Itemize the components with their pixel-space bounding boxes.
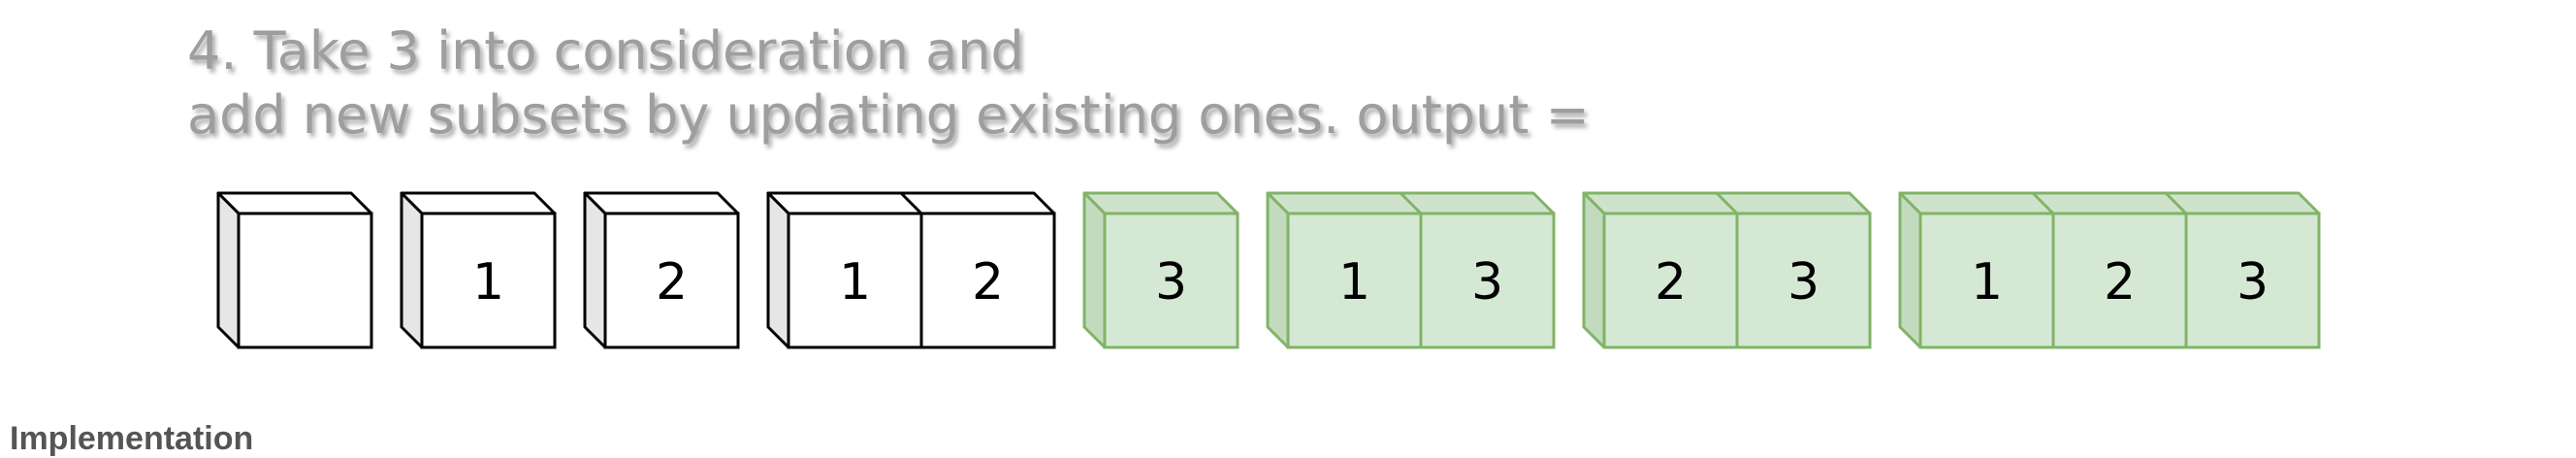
caption-line-2: add new subsets by updating existing one…	[187, 84, 1590, 146]
cell-divider-top	[1399, 191, 1423, 215]
box-front-face	[1103, 212, 1240, 349]
box-top-face	[1082, 191, 1240, 215]
subset-box: 1 2 3	[1898, 191, 2321, 349]
cell-divider-top	[899, 191, 923, 215]
subset-element-label: 1	[839, 253, 871, 311]
subset-element-label: 1	[1971, 253, 2003, 311]
box-side-face	[1266, 191, 1290, 349]
cell-divider-top	[2164, 191, 2188, 215]
caption: 4. Take 3 into consideration and add new…	[187, 19, 1590, 147]
subset-element-label: 3	[2237, 253, 2269, 311]
subset-box: 2	[583, 191, 740, 349]
box-side-face	[216, 191, 241, 349]
box-front-face	[237, 212, 373, 349]
box-top-face	[1898, 191, 2321, 215]
subset-element-label: 3	[1787, 253, 1819, 311]
subset-element-label: 3	[1471, 253, 1503, 311]
box-front-face	[420, 212, 557, 349]
cell-divider-top	[2031, 191, 2055, 215]
subset-element-label: 2	[2104, 253, 2136, 311]
box-front-face	[603, 212, 740, 349]
box-side-face	[1582, 191, 1606, 349]
section-heading: Implementation	[10, 420, 254, 457]
box-side-face	[1082, 191, 1107, 349]
box-front-face	[1918, 212, 2321, 349]
box-side-face	[583, 191, 607, 349]
box-side-face	[400, 191, 424, 349]
subset-element-label: 1	[472, 253, 504, 311]
subset-element-label: 2	[656, 253, 688, 311]
subset-box: 3	[1082, 191, 1240, 349]
subset-element-label: 2	[972, 253, 1004, 311]
cell-divider-top	[1715, 191, 1739, 215]
box-side-face	[766, 191, 790, 349]
box-top-face	[583, 191, 740, 215]
subset-element-label: 3	[1155, 253, 1187, 311]
caption-line-1: 4. Take 3 into consideration and	[187, 20, 1024, 82]
box-top-face	[216, 191, 373, 215]
box-top-face	[400, 191, 557, 215]
subset-box: 1	[400, 191, 557, 349]
subset-element-label: 2	[1655, 253, 1687, 311]
subset-box	[216, 191, 373, 349]
subset-element-label: 1	[1338, 253, 1370, 311]
box-side-face	[1898, 191, 1922, 349]
